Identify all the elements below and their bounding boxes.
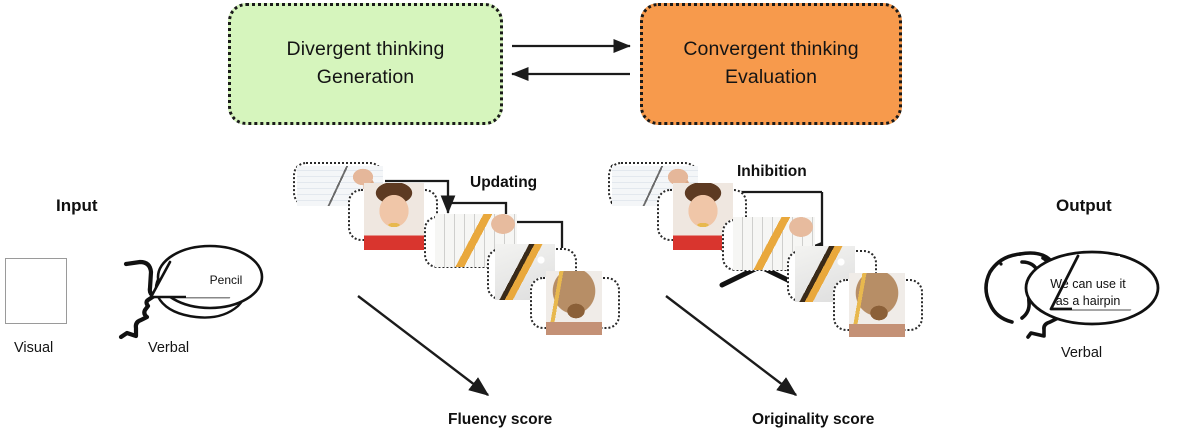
convergent-line-2: Evaluation (724, 66, 818, 88)
card-hair-bun-pencil (833, 273, 923, 337)
divergent-line-1: Divergent thinking (286, 38, 445, 61)
card-boy-pencil-mouth (348, 183, 438, 250)
head-profile-icon (118, 259, 157, 340)
card-hair-bun-pencil (530, 271, 620, 335)
output-speech-text: We can use it as a hairpin (1050, 277, 1126, 308)
originality-score-arrow (665, 295, 798, 396)
output-heading: Output (1056, 196, 1112, 215)
originality-score-label: Originality score (752, 411, 875, 428)
card-hair-bun-pencil-image (849, 273, 905, 337)
divergent-line-2: Generation (316, 66, 415, 88)
convergent-line-1: Convergent thinking (683, 38, 859, 61)
fluency-score-arrow (357, 295, 490, 396)
visual-label: Visual (14, 340, 54, 356)
input-speech-text: Pencil (209, 273, 243, 287)
input-heading: Input (56, 196, 98, 215)
verbal-output-label: Verbal (1061, 345, 1103, 361)
convergent-thinking-box: Convergent thinking Evaluation (640, 3, 902, 125)
inhibition-label: Inhibition (737, 163, 807, 180)
divergent-thinking-box: Divergent thinking Generation (228, 3, 503, 125)
card-hair-bun-pencil-image (546, 271, 602, 335)
fluency-score-label: Fluency score (448, 411, 553, 428)
verbal-input-label: Verbal (148, 340, 190, 356)
visual-stimulus-frame (5, 258, 67, 324)
card-boy-pencil-mouth-image (364, 183, 424, 250)
updating-label: Updating (470, 174, 538, 191)
